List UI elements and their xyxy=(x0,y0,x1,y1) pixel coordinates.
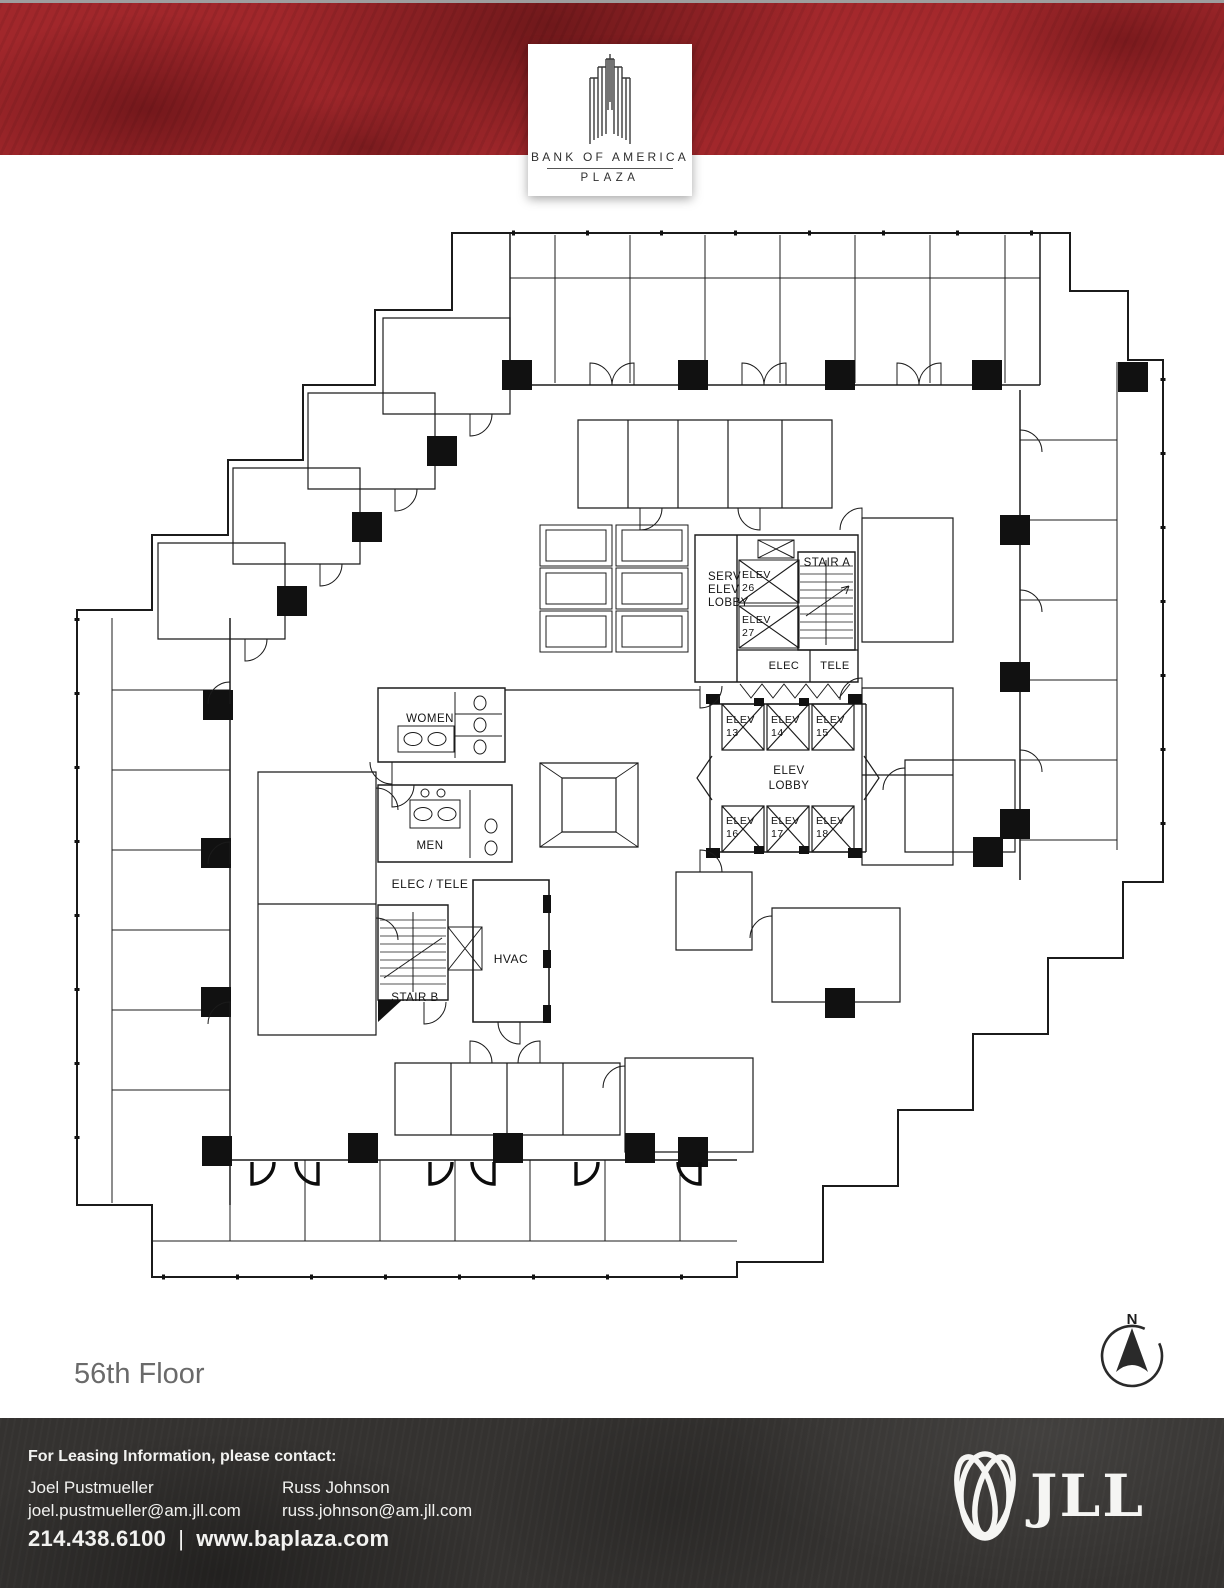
floor-title: 56th Floor xyxy=(74,1358,205,1390)
separator: | xyxy=(178,1526,185,1551)
contact-name-1: Joel Pustmueller xyxy=(28,1478,154,1497)
women-label: WOMEN xyxy=(406,713,454,725)
service-core xyxy=(694,534,859,699)
elev-17-label: ELEV xyxy=(771,815,800,827)
structural-columns xyxy=(200,359,1149,1168)
brand-card: BANK OF AMERICA PLAZA xyxy=(528,44,692,196)
website: www.baplaza.com xyxy=(196,1526,390,1551)
jll-wordmark: JLL xyxy=(1025,1462,1145,1530)
jll-rings-icon xyxy=(954,1451,1016,1541)
north-arrow: N xyxy=(1100,1311,1164,1388)
serv-elev-lobby-label: SERV xyxy=(708,571,741,583)
compass-n-label: N xyxy=(1127,1311,1138,1328)
hvac-room xyxy=(472,879,551,1023)
building-icon xyxy=(589,54,631,144)
svg-text:13: 13 xyxy=(726,727,739,739)
svg-text:14: 14 xyxy=(771,727,784,739)
stair-a-label: STAIR A xyxy=(804,557,851,569)
office-partitions xyxy=(112,235,1117,1241)
stair-b xyxy=(377,904,449,1022)
svg-text:17: 17 xyxy=(771,828,784,840)
mens-restroom xyxy=(377,784,513,863)
svg-text:18: 18 xyxy=(816,828,829,840)
corridor-walls xyxy=(217,233,1041,1205)
elev-14-label: ELEV xyxy=(771,714,800,726)
brand-divider xyxy=(547,168,673,169)
svg-text:LOBBY: LOBBY xyxy=(708,597,749,609)
doors xyxy=(207,362,1043,1089)
bottom-heavy-doors xyxy=(250,1160,702,1186)
elev-13-label: ELEV xyxy=(726,714,755,726)
elev-16-label: ELEV xyxy=(726,815,755,827)
elev-18-label: ELEV xyxy=(816,815,845,827)
contact-name-2: Russ Johnson xyxy=(282,1478,390,1497)
interior-rooms xyxy=(257,419,954,1136)
footer-bar: For Leasing Information, please contact:… xyxy=(0,1418,1224,1588)
womens-restroom xyxy=(377,687,506,763)
elec-label: ELEC xyxy=(769,660,800,672)
elevator-bank xyxy=(696,694,880,858)
hvac-label: HVAC xyxy=(494,952,528,966)
central-stair xyxy=(539,762,639,848)
elec-tele-label: ELEC / TELE xyxy=(392,877,469,891)
jll-logo: JLL xyxy=(954,1451,1145,1541)
contact-email-1: joel.pustmueller@am.jll.com xyxy=(28,1501,241,1520)
shaft-x xyxy=(447,926,483,971)
svg-text:LOBBY: LOBBY xyxy=(769,780,810,792)
brand-name: BANK OF AMERICA xyxy=(530,150,690,164)
phone-website-line: 214.438.6100 | www.baplaza.com xyxy=(28,1526,389,1552)
svg-text:27: 27 xyxy=(742,627,755,639)
shaft-grid xyxy=(539,524,689,653)
nw-step-offices xyxy=(157,317,511,640)
svg-text:ELEV: ELEV xyxy=(708,584,739,596)
elev-26-label: ELEV xyxy=(742,569,771,581)
brand-subname: PLAZA xyxy=(580,172,640,184)
svg-text:26: 26 xyxy=(742,582,755,594)
phone-number: 214.438.6100 xyxy=(28,1526,167,1551)
stair-b-label: STAIR B xyxy=(391,992,438,1004)
svg-text:16: 16 xyxy=(726,828,739,840)
leasing-heading: For Leasing Information, please contact: xyxy=(28,1448,337,1465)
svg-text:15: 15 xyxy=(816,727,829,739)
window-lines xyxy=(111,277,1118,1242)
outer-boundary xyxy=(76,232,1164,1278)
elev-lobby-label: ELEV xyxy=(773,765,804,777)
top-gray-strip xyxy=(0,0,1224,3)
se-step-offices xyxy=(624,759,1016,1153)
elev-27-label: ELEV xyxy=(742,614,771,626)
contact-email-2: russ.johnson@am.jll.com xyxy=(282,1501,473,1520)
men-label: MEN xyxy=(416,840,443,852)
elev-15-label: ELEV xyxy=(816,714,845,726)
tele-label: TELE xyxy=(820,660,850,672)
